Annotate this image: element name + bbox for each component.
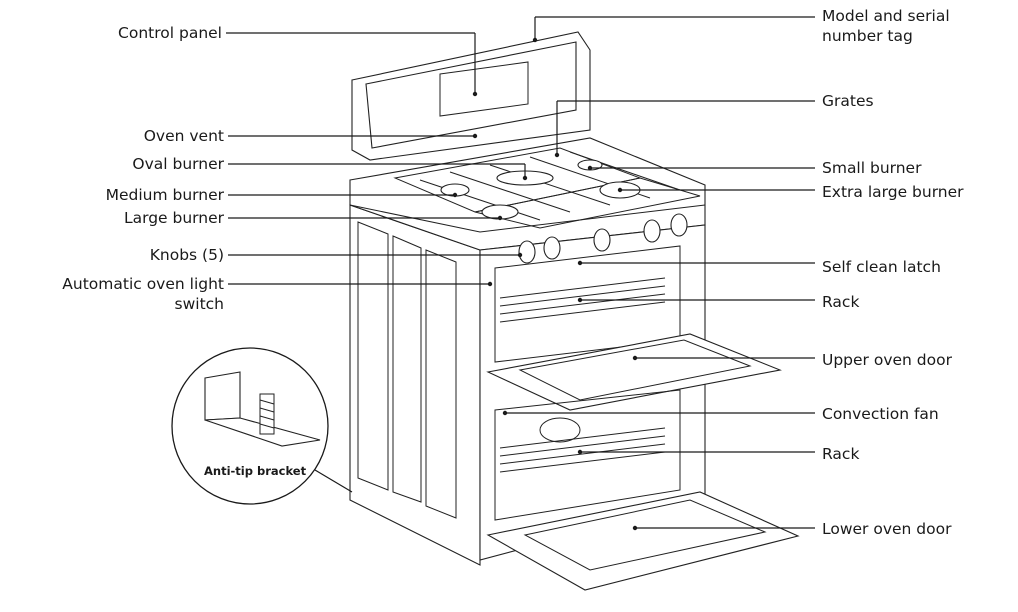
range-illustration	[349, 31, 800, 591]
label-oven-vent: Oven vent	[143, 127, 224, 145]
label-anti-tip-bracket: Anti-tip bracket	[204, 464, 307, 478]
display-window	[439, 61, 529, 117]
label-model-tag-line1: Model and serial	[822, 7, 950, 25]
label-medium-burner: Medium burner	[105, 186, 224, 204]
convection-fan-shape	[539, 417, 581, 443]
label-oval-burner: Oval burner	[132, 155, 224, 173]
anti-tip-bracket-icon	[204, 371, 321, 447]
label-knobs: Knobs (5)	[149, 246, 224, 264]
side-recess-3	[425, 249, 457, 519]
label-rack-upper: Rack	[822, 293, 860, 311]
label-xl-burner: Extra large burner	[822, 183, 964, 201]
label-large-burner: Large burner	[123, 209, 224, 227]
leaders-right	[502, 16, 815, 531]
lower-door-shape	[486, 491, 800, 591]
anti-tip-inset	[171, 347, 353, 505]
label-lower-door: Lower oven door	[822, 520, 952, 538]
label-model-tag-line2: number tag	[822, 27, 913, 45]
upper-door-window	[518, 339, 752, 401]
knobs-shape	[518, 213, 688, 264]
label-control-panel: Control panel	[118, 24, 222, 42]
side-recess-2	[392, 235, 422, 503]
upper-rack-shape	[499, 277, 666, 323]
side-recess-1	[357, 221, 389, 491]
label-upper-door: Upper oven door	[822, 351, 952, 369]
label-self-clean-latch: Self clean latch	[822, 258, 941, 276]
lower-rack-shape	[499, 427, 666, 473]
cooktop-edge	[349, 204, 706, 233]
label-small-burner: Small burner	[822, 159, 922, 177]
label-rack-lower: Rack	[822, 445, 860, 463]
label-grates: Grates	[822, 92, 874, 110]
leaders-left	[226, 32, 528, 287]
lower-cavity	[494, 389, 681, 521]
grates-shape	[393, 147, 701, 229]
label-convection-fan: Convection fan	[822, 405, 939, 423]
lower-door-window	[523, 499, 767, 571]
label-light-switch-line1: Automatic oven light	[62, 275, 224, 293]
control-panel-face	[365, 41, 577, 149]
side-panel	[349, 204, 481, 566]
label-light-switch-line2: switch	[174, 295, 224, 313]
